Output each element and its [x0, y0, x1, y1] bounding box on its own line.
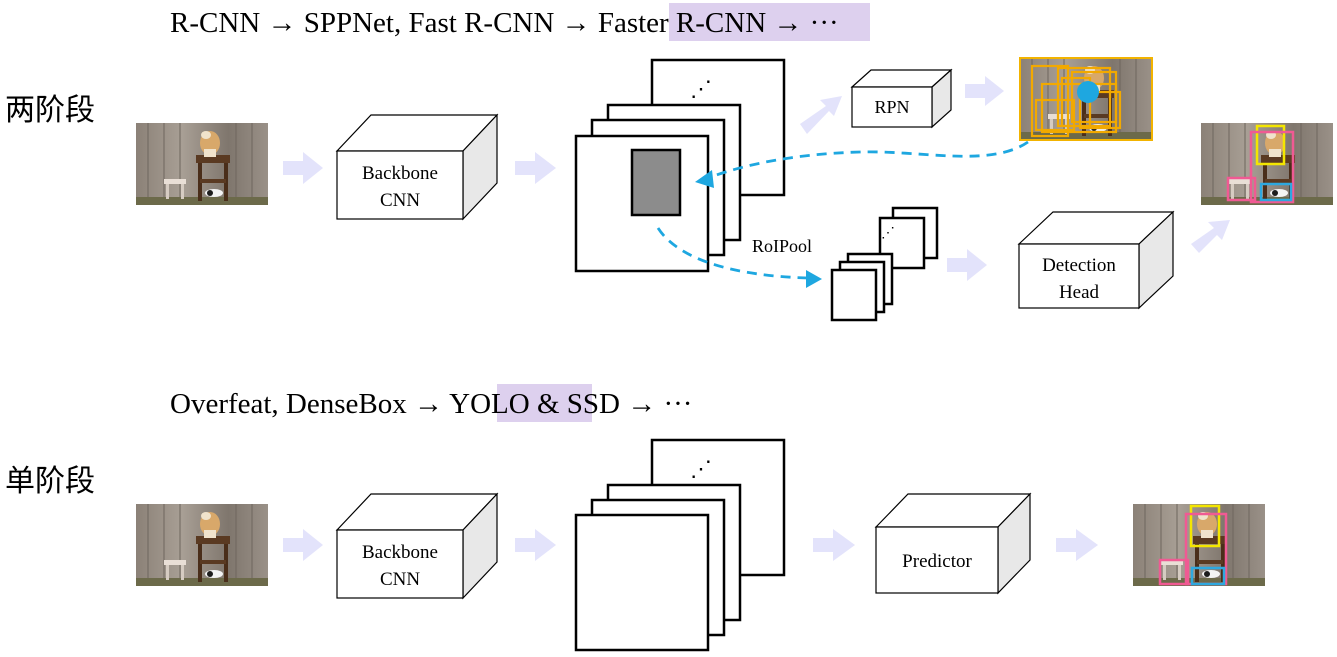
block-arrow-icon [965, 76, 1004, 106]
backbone-cnn-box: Backbone CNN [335, 492, 499, 600]
block-arrow-icon [800, 96, 842, 134]
rpn-label: RPN [874, 97, 909, 117]
roipool-label: RoIPool [752, 236, 812, 256]
backbone-label-line1: Backbone [362, 542, 438, 563]
block-arrow-icon [947, 249, 987, 281]
backbone-label-line1: Backbone [362, 163, 438, 184]
detection-head-line1: Detection [1042, 255, 1116, 276]
roi-region [630, 148, 682, 217]
input-image [135, 122, 269, 206]
two-stage-output-image [1200, 122, 1334, 206]
one-stage-output-image [1132, 503, 1266, 587]
flow-arrow-2 [515, 529, 556, 561]
block-arrow-icon [283, 152, 323, 184]
history-suffix: & SSD → ··· [530, 388, 693, 420]
backbone-cnn-box: Backbone CNN [335, 113, 499, 221]
rpn-box: RPN [850, 68, 953, 129]
stack-dots: ⋰ [690, 456, 712, 481]
two-stage-history: R-CNN → SPPNet, Fast R-CNN → Faster R-CN… [170, 7, 839, 39]
flow-arrow-output [1191, 220, 1230, 253]
one-stage-section: 单阶段 Overfeat, DenseBox → YOLO & SSD → ··… [5, 384, 1266, 652]
predictor-label: Predictor [902, 551, 972, 572]
two-stage-label: 两阶段 [5, 93, 95, 128]
flow-arrow-head [947, 249, 987, 281]
stack-dots: ⋰ [690, 76, 712, 101]
history-highlight: Faster R-CNN [598, 7, 766, 39]
feature-map-stack: ⋰ [574, 58, 786, 273]
history-prefix: Overfeat, DenseBox → [170, 388, 449, 420]
pooled-stack-dots: ⋰ [881, 226, 895, 241]
proposal-projection-arrow [695, 140, 1029, 188]
one-stage-label: 单阶段 [5, 464, 95, 499]
block-arrow-icon [813, 529, 855, 561]
yolo-highlight [497, 384, 592, 422]
history-prefix: R-CNN → SPPNet, Fast R-CNN → [170, 7, 598, 39]
block-arrow-icon [515, 529, 556, 561]
dashed-arrow-icon [656, 227, 809, 280]
block-arrow-icon [1056, 529, 1098, 561]
roipool-arrow [656, 227, 822, 288]
detection-head-box: Detection Head [1017, 210, 1175, 310]
one-stage-history: Overfeat, DenseBox → YOLO & SSD → ··· [170, 388, 692, 420]
feature-map-stack: ⋰ [574, 438, 786, 652]
history-highlight: YOLO [449, 388, 530, 420]
rpn-proposals-image [1019, 57, 1153, 141]
block-arrow-icon [1191, 220, 1230, 253]
dashed-arrow-icon [707, 140, 1029, 180]
pooled-feature-stack: ⋰ [830, 206, 939, 322]
predictor-box: Predictor [874, 492, 1032, 595]
flow-arrow-1 [283, 529, 323, 561]
block-arrow-icon [515, 152, 556, 184]
block-arrow-icon [283, 529, 323, 561]
flow-arrow-3 [813, 529, 855, 561]
faster-rcnn-highlight [669, 3, 870, 41]
backbone-label-line2: CNN [380, 569, 420, 590]
flow-arrow-rpn [800, 96, 842, 134]
input-image [135, 503, 269, 587]
flow-arrow-4 [1056, 529, 1098, 561]
flow-arrow-2 [515, 152, 556, 184]
backbone-label-line2: CNN [380, 190, 420, 211]
detection-head-line2: Head [1059, 282, 1100, 303]
flow-arrow-1 [283, 152, 323, 184]
flow-arrow-proposals [965, 76, 1004, 106]
history-suffix: → ··· [766, 7, 838, 39]
two-stage-section: 两阶段 R-CNN → SPPNet, Fast R-CNN → Faster … [5, 3, 1334, 322]
